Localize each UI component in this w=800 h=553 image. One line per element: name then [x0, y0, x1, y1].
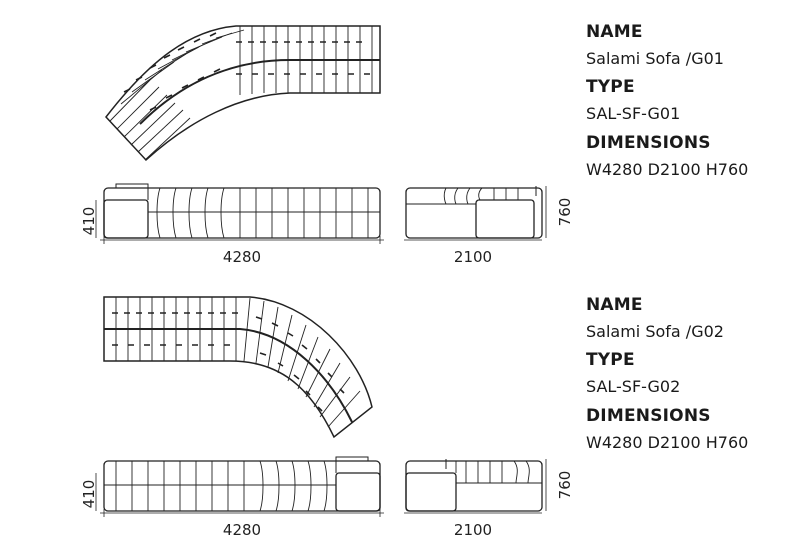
front-width-label: 4280	[223, 248, 261, 266]
type-label: TYPE	[586, 77, 635, 97]
side-dimension-line-g01	[404, 186, 547, 241]
product-dimensions: W4280 D2100 H760	[586, 433, 749, 452]
front-dimension-line-g02	[95, 473, 384, 514]
total-height-label: 760	[556, 198, 574, 227]
product-dimensions: W4280 D2100 H760	[586, 160, 749, 179]
side-depth-label: 2100	[454, 248, 492, 266]
side-view-g01	[405, 186, 543, 239]
seat-height-label: 410	[80, 480, 98, 509]
side-dimension-line-g02	[404, 459, 547, 514]
product-name: Salami Sofa /G02	[586, 322, 724, 341]
name-label: NAME	[586, 22, 643, 42]
product-type-code: SAL-SF-G01	[586, 104, 681, 123]
front-dimension-line-g01	[95, 200, 384, 241]
sofa-drawings-g02: 4280 410 2100 760	[80, 296, 574, 539]
side-view-g02	[405, 459, 543, 512]
dimensions-label: DIMENSIONS	[586, 406, 711, 426]
product-type-code: SAL-SF-G02	[586, 377, 681, 396]
type-label: TYPE	[586, 350, 635, 370]
side-depth-label: 2100	[454, 521, 492, 539]
total-height-label: 760	[556, 471, 574, 500]
front-width-label: 4280	[223, 521, 261, 539]
top-view-g01	[105, 25, 381, 162]
product-sheet-g02: 4280 410 2100 760 NAME Salami Sofa /G02 …	[0, 277, 800, 553]
sofa-drawings-g01: 4280 410 2100 760	[80, 25, 574, 266]
top-view-g02	[103, 296, 373, 439]
name-label: NAME	[586, 295, 643, 315]
seat-height-label: 410	[80, 207, 98, 236]
front-view-g01	[103, 183, 381, 244]
product-sheet-g01: 4280 410 2100 760 NAME Salami Sofa /G01 …	[0, 0, 800, 276]
product-name: Salami Sofa /G01	[586, 49, 724, 68]
dimensions-label: DIMENSIONS	[586, 133, 711, 153]
front-view-g02	[103, 456, 381, 517]
